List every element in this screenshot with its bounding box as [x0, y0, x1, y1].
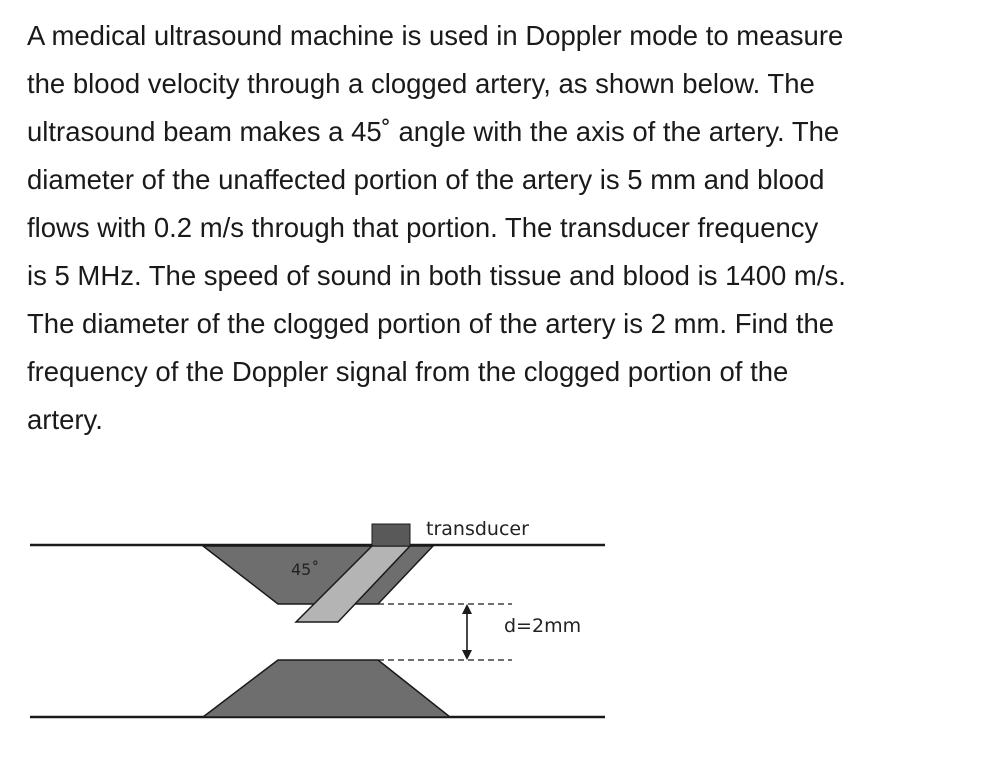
problem-line: ultrasound beam makes a 45˚ angle with t…: [27, 116, 840, 147]
bottom-plaque: [200, 659, 453, 718]
problem-line: frequency of the Doppler signal from the…: [27, 356, 789, 387]
transducer-label: transducer: [426, 518, 529, 540]
artery-diagram: 45˚ transducer d=2mm: [30, 518, 605, 719]
transducer: [371, 523, 411, 547]
problem-statement: A medical ultrasound machine is used in …: [27, 12, 987, 444]
diameter-label: d=2mm: [504, 615, 581, 637]
problem-line: diameter of the unaffected portion of th…: [27, 164, 825, 195]
problem-line: flows with 0.2 m/s through that portion.…: [27, 212, 819, 243]
problem-line: A medical ultrasound machine is used in …: [27, 20, 844, 51]
problem-line: is 5 MHz. The speed of sound in both tis…: [27, 260, 846, 291]
problem-line: the blood velocity through a clogged art…: [27, 68, 815, 99]
angle-label: 45˚: [291, 560, 319, 579]
diameter-arrow: [462, 604, 472, 660]
problem-line: The diameter of the clogged portion of t…: [27, 308, 835, 339]
problem-line: artery.: [27, 404, 103, 435]
